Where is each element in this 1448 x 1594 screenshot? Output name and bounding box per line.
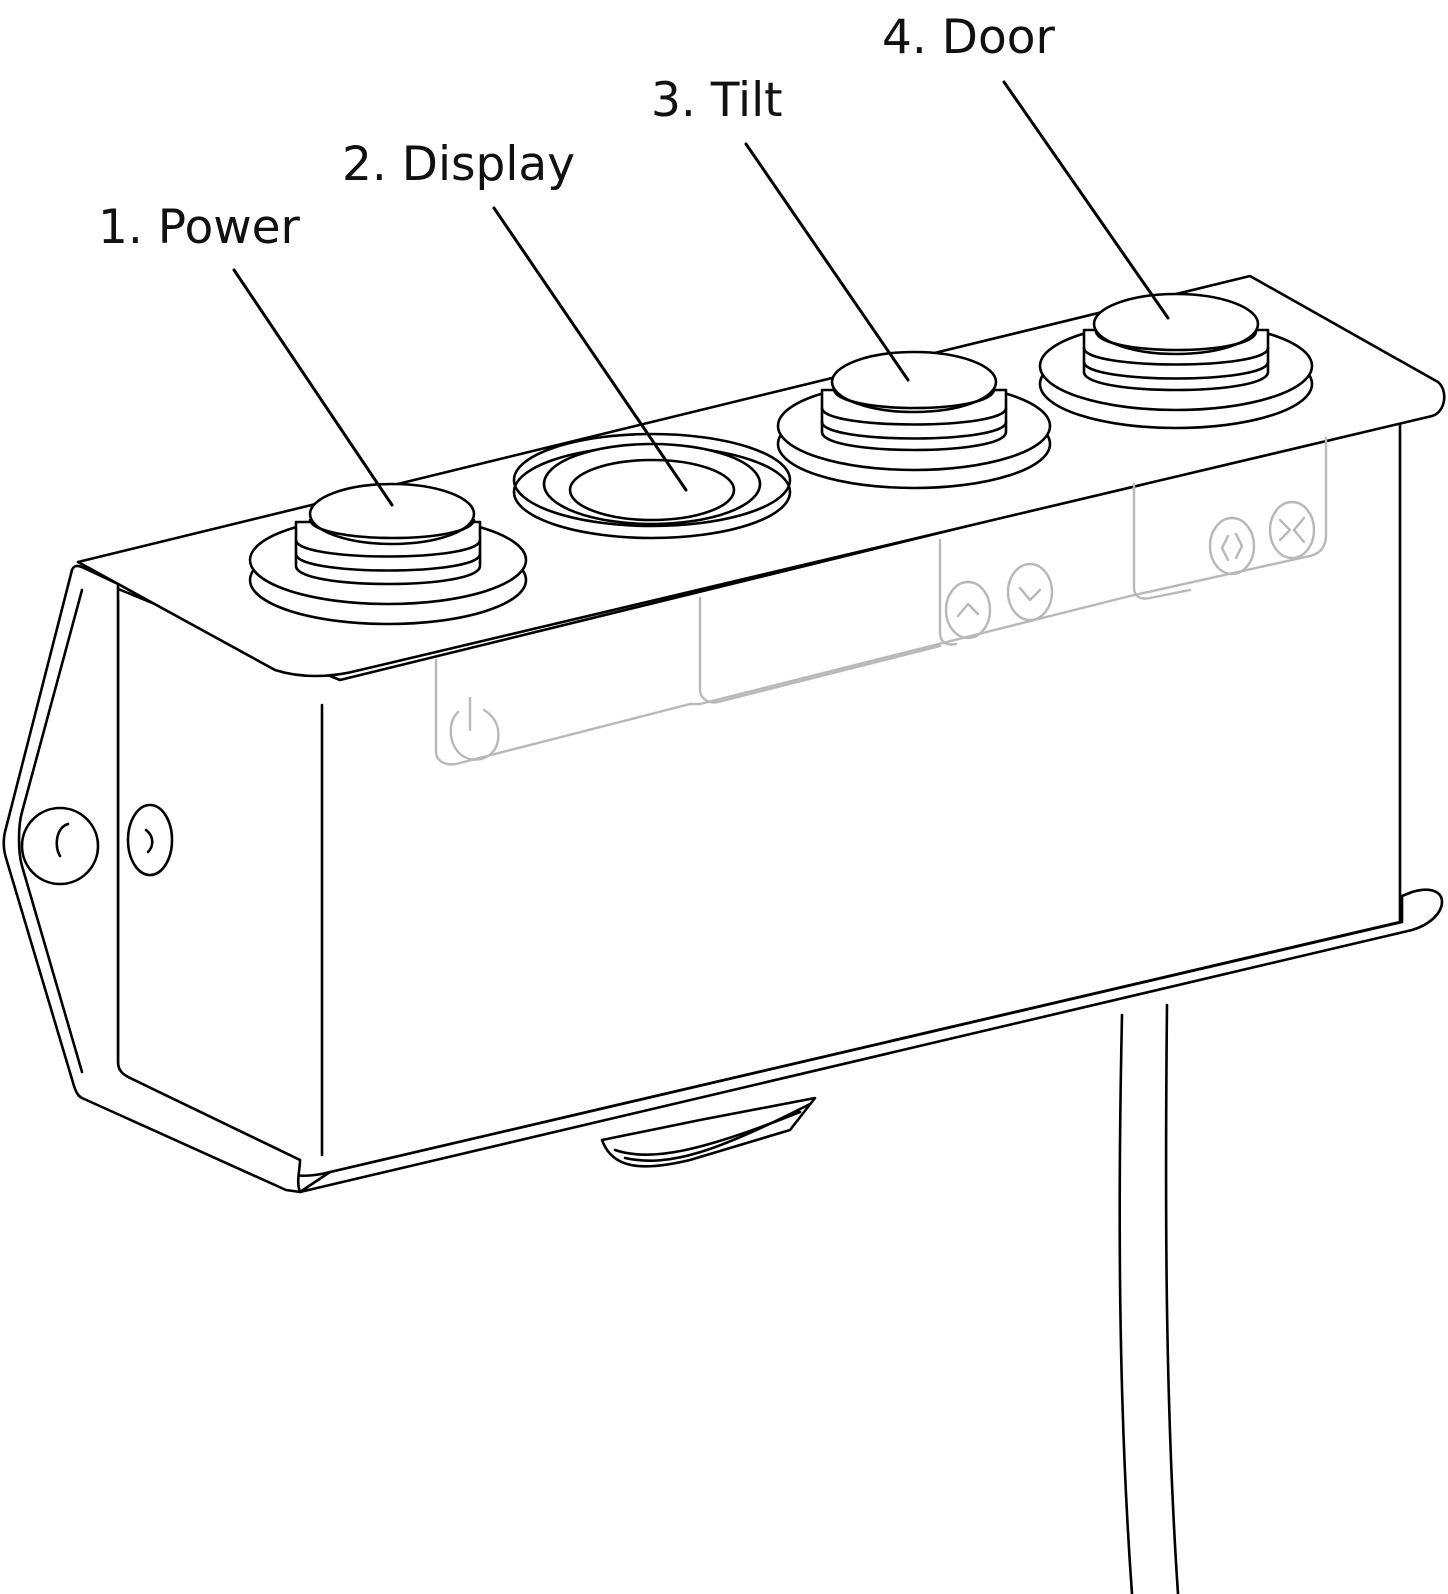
power-icon [449,696,500,761]
callout-label-tilt: 3. Tilt [651,73,783,128]
door-open-close-icon [1208,516,1256,576]
leader-line-door [1002,80,1170,320]
callout-label-power: 1. Power [98,200,301,255]
door-close-icon [1268,500,1316,560]
door-button[interactable] [1038,292,1314,430]
bottom-flange [298,888,1444,1194]
underside-mount [600,1096,817,1168]
tilt-button[interactable] [776,350,1052,490]
callout-label-door: 4. Door [882,10,1055,65]
power-cable [1118,1003,1180,1594]
chevron-up-icon [944,580,992,640]
display-button[interactable] [512,432,792,540]
leader-line-power [232,268,394,507]
mount-screw-inner [126,803,174,877]
mount-screw-outer [20,806,100,886]
leader-line-tilt [744,142,910,382]
label-panel [434,436,1328,766]
chevron-down-icon [1006,562,1054,622]
callout-label-display: 2. Display [342,137,575,192]
left-end-bracket [2,564,302,1194]
leader-line-display [492,206,688,492]
power-button[interactable] [248,482,528,626]
